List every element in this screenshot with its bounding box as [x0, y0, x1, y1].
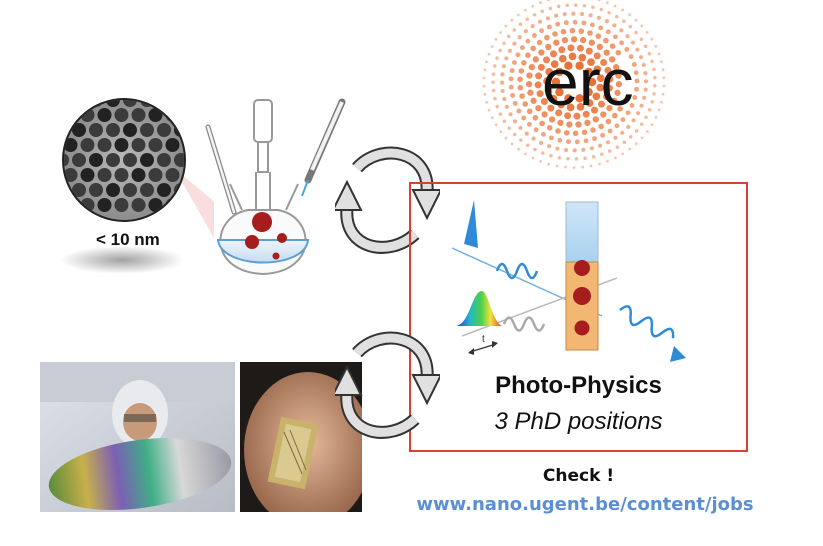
box-subtitle: 3 PhD positions	[494, 408, 663, 435]
photophysics-box	[409, 182, 748, 452]
wafer-photo	[40, 362, 235, 512]
time-label: t	[482, 334, 485, 345]
erc-dot-burst	[482, 0, 666, 169]
check-label: Check !	[542, 466, 615, 486]
tem-nanocrystal-image	[60, 98, 214, 274]
erc-logo-text: erc	[542, 45, 634, 119]
erc-logo: erc	[482, 0, 666, 169]
chip-photo	[240, 362, 362, 512]
photophysics-diagram: t	[451, 200, 686, 362]
reaction-flask	[205, 98, 346, 276]
box-title: Photo-Physics	[495, 372, 662, 399]
cycle-arrows-bottom	[335, 331, 440, 439]
size-label: < 10 nm	[96, 230, 160, 249]
jobs-url-link[interactable]: www.nano.ugent.be/content/jobs	[416, 494, 754, 515]
cycle-arrows-top	[335, 146, 440, 254]
